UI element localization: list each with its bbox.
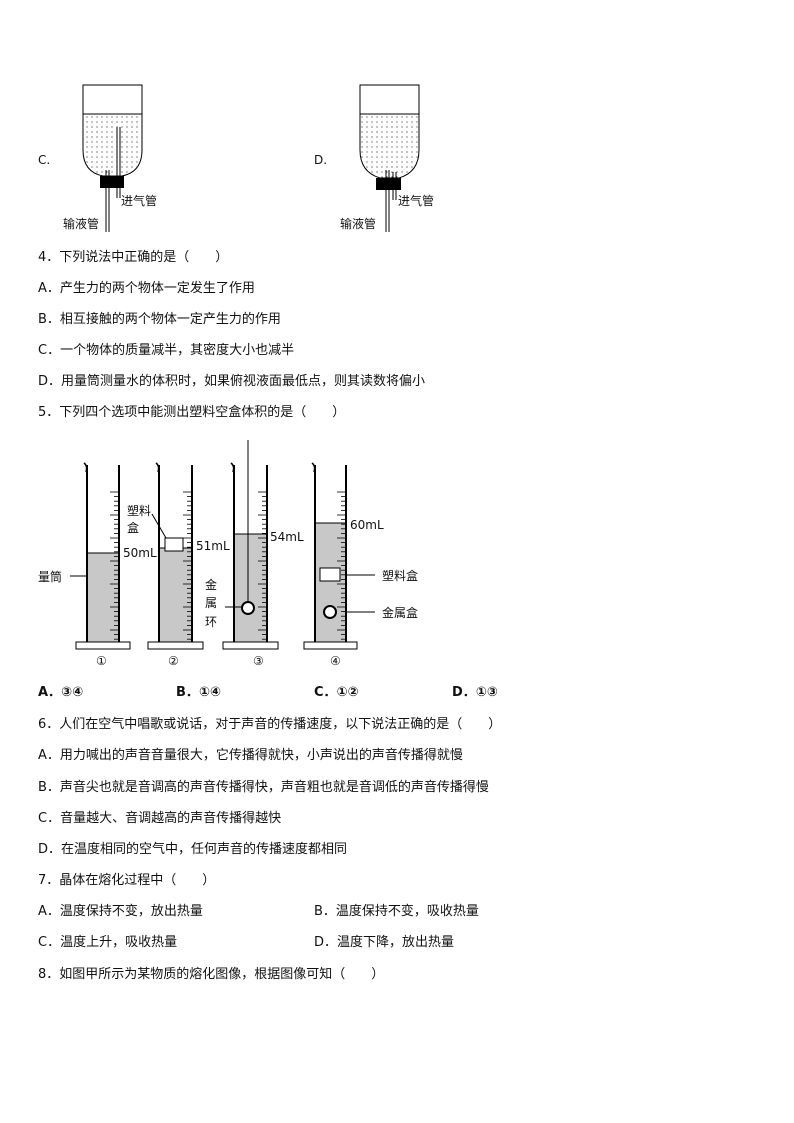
svg-text:C.: C. — [38, 153, 50, 167]
q5-option-c: C．①② — [314, 685, 359, 700]
q6-option-d: D．在温度相同的空气中，任何声音的传播速度都相同 — [38, 842, 348, 857]
svg-text:盒: 盒 — [127, 520, 139, 535]
q5-option-b: B．①④ — [176, 685, 221, 700]
cylinder-spout — [311, 462, 316, 473]
iv-bottle-c: C. 进气管 输液管 — [38, 84, 157, 232]
q7-option-b: B．温度保持不变，吸收热量 — [314, 904, 479, 919]
svg-text:54mL: 54mL — [270, 530, 304, 544]
svg-text:属: 属 — [205, 596, 217, 610]
svg-text:输液管: 输液管 — [63, 216, 99, 231]
q4-option-b: B．相互接触的两个物体一定产生力的作用 — [38, 312, 281, 327]
question-8-stem: 8．如图甲所示为某物质的熔化图像，根据图像可知（ ） — [38, 967, 385, 982]
water-fill — [234, 534, 267, 642]
svg-text:金: 金 — [205, 577, 217, 592]
question-7-stem: 7．晶体在熔化过程中（ ） — [38, 873, 216, 888]
water-fill — [87, 553, 119, 642]
svg-text:①: ① — [96, 654, 107, 668]
q7-option-c: C．温度上升，吸收热量 — [38, 935, 178, 950]
cylinder-spout — [83, 462, 88, 473]
q4-option-d: D．用量筒测量水的体积时，如果俯视液面最低点，则其读数将偏小 — [38, 374, 426, 389]
svg-text:环: 环 — [205, 615, 217, 629]
svg-text:输液管: 输液管 — [340, 216, 376, 231]
question-5-stem: 5．下列四个选项中能测出塑料空盒体积的是（ ） — [38, 405, 346, 420]
question-4-stem: 4．下列说法中正确的是（ ） — [38, 250, 229, 265]
q6-option-c: C．音量越大、音调越高的声音传播得越快 — [38, 811, 282, 826]
cylinder-base — [222, 641, 279, 650]
question-6-stem: 6．人们在空气中唱歌或说话，对于声音的传播速度，以下说法正确的是（ ） — [38, 717, 502, 732]
svg-text:金属盒: 金属盒 — [382, 605, 418, 620]
cylinder-base — [75, 641, 131, 650]
water-fill — [315, 523, 346, 642]
svg-text:③: ③ — [253, 654, 264, 668]
q6-option-a: A．用力喊出的声音音量很大，它传播得就快，小声说出的声音传播得就慢 — [38, 748, 463, 763]
q4-option-a: A．产生力的两个物体一定发生了作用 — [38, 281, 255, 296]
q7-option-d: D．温度下降，放出热量 — [314, 935, 455, 950]
svg-text:④: ④ — [330, 654, 341, 668]
svg-text:51mL: 51mL — [196, 539, 230, 553]
q7-option-a: A．温度保持不变，放出热量 — [38, 904, 203, 919]
svg-text:进气管: 进气管 — [398, 193, 434, 208]
water-fill — [159, 548, 192, 642]
q6-option-b: B．声音尖也就是音调高的声音传播得快，声音粗也就是音调低的声音传播得慢 — [38, 780, 489, 795]
q5-option-d: D．①③ — [452, 685, 498, 700]
svg-text:塑料: 塑料 — [127, 503, 151, 518]
svg-text:D.: D. — [314, 153, 327, 167]
graduated-cylinders — [75, 462, 358, 650]
q4-option-c: C．一个物体的质量减半，其密度大小也减半 — [38, 343, 295, 358]
cylinder-spout — [230, 462, 235, 473]
svg-text:②: ② — [168, 654, 179, 668]
cylinder-base — [303, 641, 358, 650]
svg-text:进气管: 进气管 — [121, 193, 157, 208]
svg-text:60mL: 60mL — [350, 518, 384, 532]
cylinder-spout — [155, 462, 160, 473]
svg-text:50mL: 50mL — [123, 546, 157, 560]
svg-text:量筒: 量筒 — [38, 569, 62, 584]
svg-text:塑料盒: 塑料盒 — [382, 568, 418, 583]
q5-option-a: A．③④ — [38, 685, 84, 700]
cylinder-base — [147, 641, 204, 650]
iv-bottle-d: D. 进气管 输液管 — [314, 84, 434, 232]
